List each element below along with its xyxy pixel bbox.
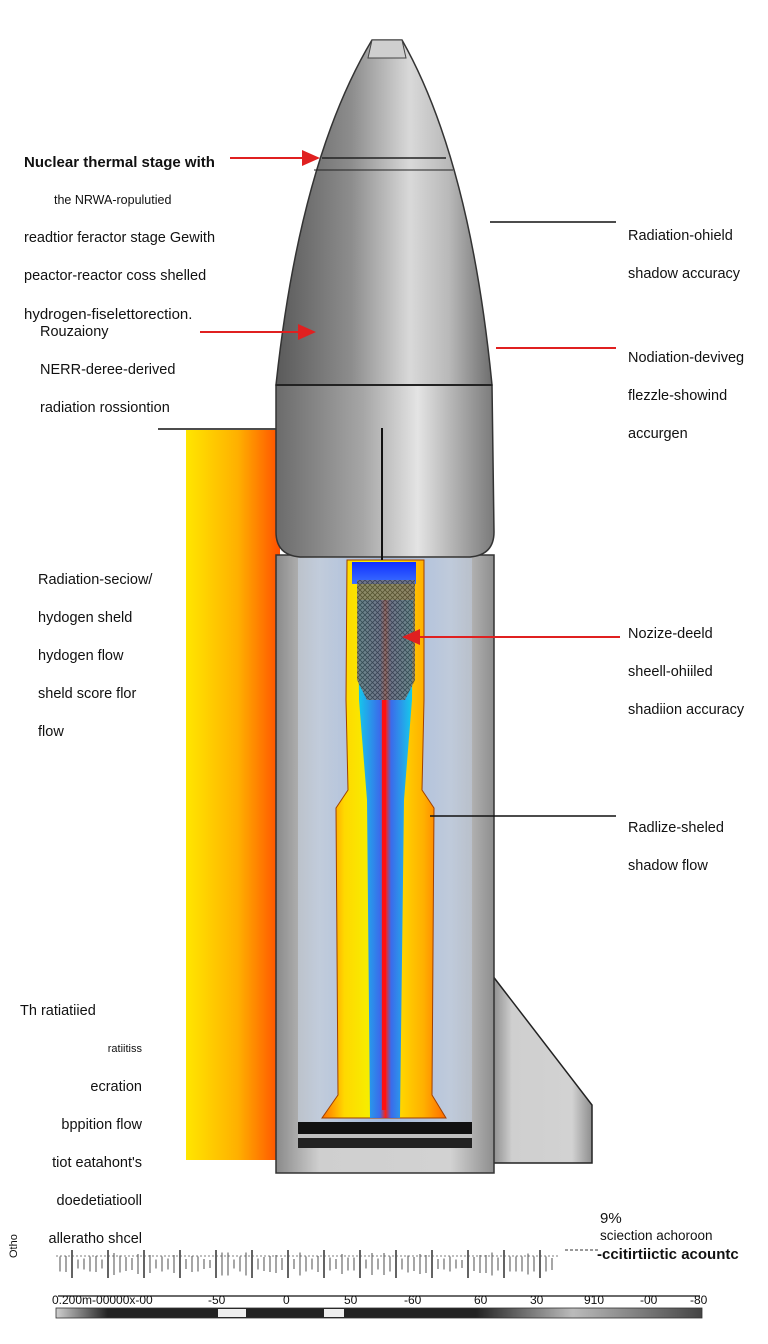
scale-bar-segment-white-2 bbox=[324, 1309, 344, 1317]
scale-tick-label: 0 bbox=[283, 1293, 290, 1307]
label-line: peactor-reactor coss shelled bbox=[24, 268, 207, 284]
label-nozzle-shield: Nozize-deeld sheell-ohiiled shadiion acc… bbox=[628, 606, 763, 739]
label-line: NERR-deree-derived bbox=[40, 362, 176, 378]
label-line: tiot eatahont's bbox=[52, 1155, 142, 1171]
nose-cone bbox=[275, 39, 493, 386]
scale-tick-label: 50 bbox=[344, 1293, 358, 1307]
nozzle-exit-plate-gap bbox=[298, 1134, 472, 1138]
nozzle-exit-plate-lower bbox=[298, 1138, 472, 1148]
scale-tick-label: 30 bbox=[530, 1293, 544, 1307]
scale-tick-label: 0.200m-00000x-00 bbox=[52, 1293, 153, 1307]
scale-tick-marks bbox=[56, 1250, 560, 1278]
label-nuclear-thermal-stage: Nuclear thermal stage with the NRWA-ropu… bbox=[24, 134, 234, 343]
label-line: Radlize-sheled bbox=[628, 820, 724, 836]
scale-percent: 9% bbox=[600, 1210, 622, 1227]
label-radlize-sheled: Radlize-sheled shadow flow bbox=[628, 800, 763, 895]
scale-side-label: Otho bbox=[8, 1234, 20, 1258]
label-hydrogen-shield: Radiation-seciow/ hydogen sheld hydogen … bbox=[38, 552, 188, 761]
label-radiation-shield: Radiation-ohield shadow accuracy bbox=[628, 208, 763, 303]
label-line: hydrogen-fiselettorection. bbox=[24, 306, 193, 323]
reactor-core-top bbox=[352, 562, 416, 584]
scale-caption-1: sciection achoroon bbox=[600, 1228, 713, 1243]
label-line: shadow flow bbox=[628, 858, 708, 874]
label-line: radiation rossiontion bbox=[40, 400, 170, 416]
label-line: alleratho shcel bbox=[48, 1231, 143, 1247]
scale-tick-label: -00 bbox=[640, 1293, 658, 1307]
reactor-core-mesh bbox=[357, 580, 415, 700]
label-line: hydogen flow bbox=[38, 648, 124, 664]
scale-caption-2: -ccitirtiictic acountc bbox=[597, 1246, 739, 1263]
label-line: accurgen bbox=[628, 426, 688, 442]
scale-tick-label: -60 bbox=[404, 1293, 422, 1307]
label-line: doedetiatiooll bbox=[56, 1193, 142, 1209]
nose-tip bbox=[367, 39, 407, 59]
label-line: Radiation-ohield bbox=[628, 228, 733, 244]
scale-tick-label: 910 bbox=[584, 1293, 605, 1307]
label-line: flow bbox=[38, 724, 64, 740]
label-line: Nuclear thermal stage with bbox=[24, 154, 215, 171]
label-radiation-derived: Rouzaiony NERR-deree-derived radiation r… bbox=[40, 304, 210, 437]
label-line: Radiation-seciow/ bbox=[38, 572, 153, 588]
label-line: ratiitiss bbox=[107, 1043, 142, 1055]
label-line: shadiion accuracy bbox=[628, 702, 745, 718]
label-line: bppition flow bbox=[61, 1117, 142, 1133]
nozzle-exit-plate bbox=[298, 1122, 472, 1134]
scale-bar bbox=[55, 1307, 703, 1319]
label-line: Nozize-deeld bbox=[628, 626, 713, 642]
upper-body bbox=[275, 384, 495, 558]
label-line: the NRWA-ropulutied bbox=[54, 193, 172, 207]
fin bbox=[491, 972, 593, 1164]
label-line: sheell-ohiiled bbox=[628, 664, 713, 680]
label-line: hydogen sheld bbox=[38, 610, 133, 626]
label-nodiation-deviveg: Nodiation-deviveg flezzle-showind accurg… bbox=[628, 330, 763, 463]
label-line: Rouzaiony bbox=[40, 324, 109, 340]
heat-column bbox=[186, 430, 280, 1160]
label-line: shadow accuracy bbox=[628, 266, 741, 282]
scale-tick-label: 60 bbox=[474, 1293, 488, 1307]
label-line: flezzle-showind bbox=[628, 388, 728, 404]
scale-tick-label: -50 bbox=[208, 1293, 226, 1307]
scale-tick-label: -80 bbox=[690, 1293, 708, 1307]
label-line: Th ratiatiied bbox=[20, 1003, 96, 1019]
label-radiation-flow: Th ratiatiied ratiitiss ecration bppitio… bbox=[20, 983, 142, 1268]
label-line: sheld score flor bbox=[38, 686, 137, 702]
label-line: Nodiation-deviveg bbox=[628, 350, 745, 366]
label-line: ecration bbox=[90, 1079, 142, 1095]
label-line: readtior feractor stage Gewith bbox=[24, 230, 216, 246]
scale-bar-segment-white bbox=[218, 1309, 246, 1317]
